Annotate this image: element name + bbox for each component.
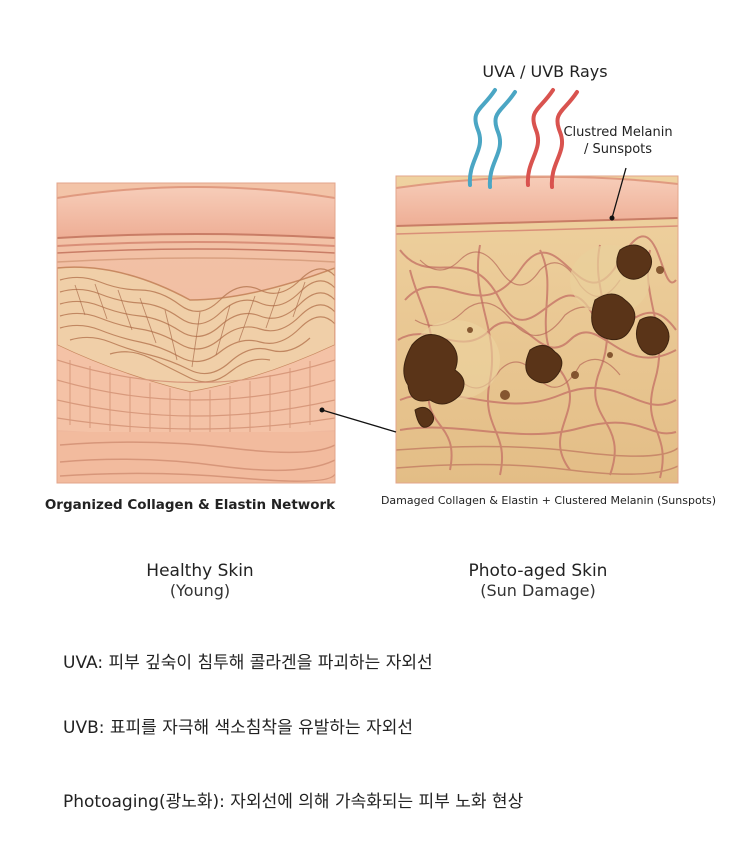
healthy-skin-block: [57, 183, 335, 483]
photoaging-definition: Photoaging(광노화): 자외선에 의해 가속화되는 피부 노화 현상: [63, 792, 524, 812]
photoaged-skin-block: [396, 176, 678, 483]
melanin-label-line1: Clustred Melanin: [563, 125, 673, 140]
photoaged-skin-title: Photo-aged Skin: [468, 561, 608, 581]
uva-definition: UVA: 피부 깊숙이 침투해 콜라겐을 파괴하는 자외선: [63, 653, 433, 673]
melanin-pointer-line: [611, 167, 627, 219]
uv-rays-label: UVA / UVB Rays: [482, 62, 608, 81]
damaged-caption: Damaged Collagen & Elastin + Clustered M…: [380, 494, 717, 507]
melanin-label: Clustred Melanin / Sunspots: [548, 124, 688, 158]
healthy-skin-heading: Healthy Skin (Young): [100, 561, 300, 600]
healthy-skin-subtitle: (Young): [169, 581, 231, 600]
uv-rays: [467, 88, 579, 189]
photoaged-skin-heading: Photo-aged Skin (Sun Damage): [418, 561, 658, 600]
connector-line: [321, 409, 397, 433]
healthy-skin-title: Healthy Skin: [146, 561, 254, 581]
melanin-label-line2: / Sunspots: [583, 142, 653, 157]
healthy-caption: Organized Collagen & Elastin Network: [44, 497, 336, 513]
uvb-definition: UVB: 표피를 자극해 색소침착을 유발하는 자외선: [63, 718, 414, 738]
photoaged-skin-subtitle: (Sun Damage): [480, 581, 596, 600]
